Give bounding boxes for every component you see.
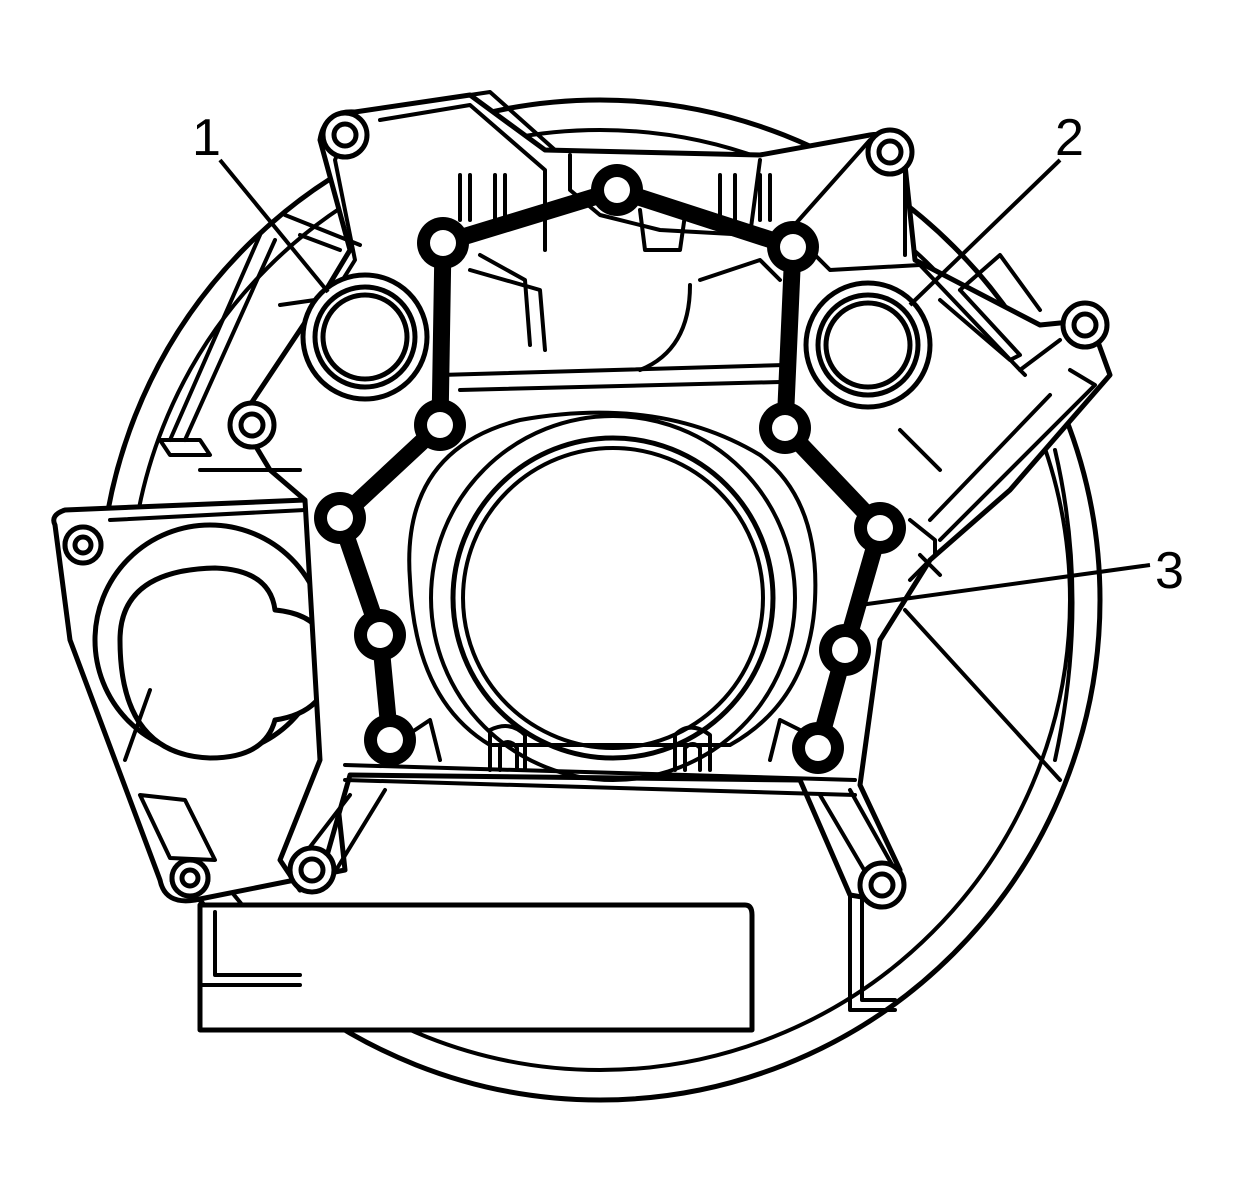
leader-1 bbox=[218, 158, 330, 294]
callout-label-3: 3 bbox=[1155, 542, 1184, 600]
bolt bbox=[792, 722, 844, 774]
bolt bbox=[364, 714, 416, 766]
bolt bbox=[417, 217, 469, 269]
bolt bbox=[767, 221, 819, 273]
leader-3 bbox=[859, 563, 1151, 607]
bolt bbox=[354, 609, 406, 661]
callout-label-1: 1 bbox=[192, 109, 221, 167]
bolt bbox=[414, 399, 466, 451]
callout-label-2: 2 bbox=[1055, 109, 1084, 167]
dowel-boss-right bbox=[803, 280, 933, 410]
bolt bbox=[819, 624, 871, 676]
crankshaft-seal-bore bbox=[407, 410, 818, 782]
bolt bbox=[759, 402, 811, 454]
mount-bolt-holes bbox=[62, 110, 1110, 910]
oil-pan-area bbox=[197, 888, 897, 1033]
callout-leaders bbox=[218, 158, 1151, 607]
bolt bbox=[314, 492, 366, 544]
leader-2 bbox=[908, 158, 1062, 307]
callout-labels: 1 2 3 bbox=[192, 109, 1184, 600]
bolt bbox=[591, 164, 643, 216]
cover-bolts bbox=[314, 164, 906, 774]
bolt bbox=[854, 502, 906, 554]
dowel-boss-left bbox=[300, 272, 430, 402]
